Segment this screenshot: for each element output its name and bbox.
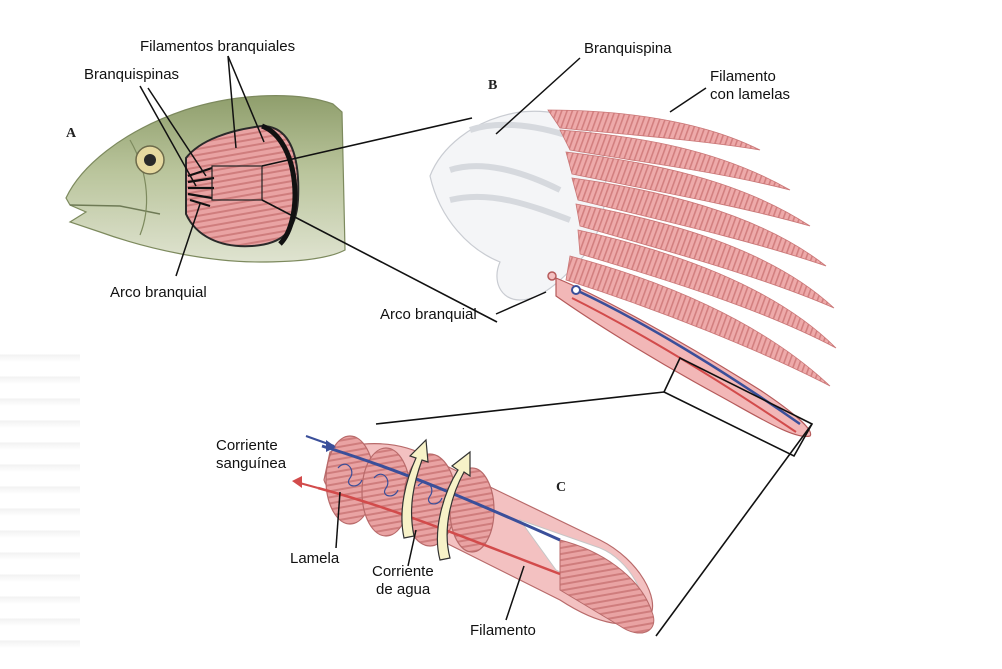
label-branquispinas: Branquispinas	[84, 66, 180, 83]
filament-detail	[292, 435, 655, 634]
label-arco-branquial-b: Arco branquial	[380, 306, 477, 323]
leader-lines	[139, 55, 707, 621]
panel-label-c: C	[556, 480, 567, 495]
zoom-lines-b-c	[375, 391, 813, 637]
label-filamentos-branquiales: Filamentos branquiales	[140, 38, 296, 55]
label-branquispina: Branquispina	[584, 40, 672, 57]
zoom-lines-a-b	[261, 117, 498, 323]
label-filamento: Filamento	[470, 622, 536, 639]
label-corriente-agua-line2: de agua	[376, 581, 431, 598]
blood-flow-arrows	[292, 435, 336, 489]
faded-background-text	[0, 340, 80, 660]
label-corriente-sanguinea-line1: Corriente	[216, 437, 278, 454]
label-lamela: Lamela	[290, 550, 340, 567]
panel-label-b: B	[488, 78, 498, 93]
label-corriente-sanguinea-line2: sanguínea	[216, 455, 287, 472]
gill-arch-panel	[429, 109, 837, 458]
label-arco-branquial-a: Arco branquial	[110, 284, 207, 301]
panel-label-a: A	[66, 126, 77, 141]
label-filamento-con-lamelas-line1: Filamento	[710, 68, 776, 85]
fish-head	[65, 95, 346, 263]
label-corriente-agua-line1: Corriente	[372, 563, 434, 580]
water-current-arrows	[401, 438, 471, 561]
label-filamento-con-lamelas-line2: con lamelas	[710, 86, 791, 103]
